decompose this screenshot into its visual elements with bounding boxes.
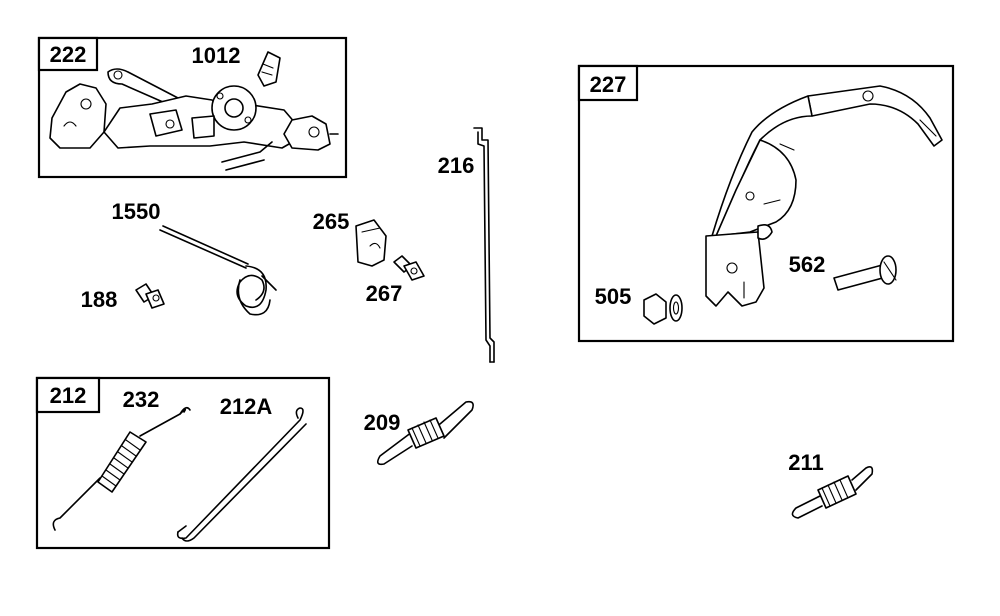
part-211-label: 211	[788, 450, 824, 475]
part-209-spring	[376, 400, 474, 466]
group-227-label: 227	[590, 72, 627, 97]
group-212-box	[35, 376, 331, 550]
part-211-spring	[791, 466, 874, 519]
group-227-box	[577, 64, 955, 343]
group-227-tab	[577, 64, 639, 102]
part-216-label: 216	[438, 153, 475, 178]
group-212-label: 212	[50, 383, 87, 408]
group-222-label: 222	[50, 42, 87, 67]
part-1012-knob	[257, 51, 281, 87]
part-267-label: 267	[366, 281, 403, 306]
part-265-clip	[355, 219, 387, 267]
part-212A-link	[176, 407, 307, 542]
part-188-screw	[135, 283, 165, 309]
part-267-screw	[393, 255, 425, 281]
part-216-rod	[473, 127, 495, 363]
group-222-box	[37, 36, 348, 179]
group-212-tab	[35, 376, 101, 414]
part-505-nut-washer	[643, 293, 683, 325]
part-562-bolt	[833, 255, 897, 291]
part-265-label: 265	[313, 209, 350, 234]
part-562-label: 562	[789, 252, 826, 277]
part-188-label: 188	[81, 287, 118, 312]
group-212: 212 232 212A	[35, 376, 331, 550]
group-222: 222 1012	[37, 36, 348, 179]
part-232-governor-spring	[52, 406, 191, 531]
part-1550-spring	[159, 225, 277, 316]
part-1012-label: 1012	[192, 43, 241, 68]
part-227-control-bracket	[705, 85, 943, 307]
part-505-label: 505	[595, 284, 632, 309]
group-222-tab	[37, 36, 99, 72]
part-212A-label: 212A	[220, 394, 273, 419]
part-232-label: 232	[123, 387, 160, 412]
part-222-governor-assembly	[49, 68, 339, 171]
part-1550-label: 1550	[112, 199, 161, 224]
group-227: 227 505 562	[577, 64, 955, 343]
part-209-label: 209	[364, 410, 401, 435]
